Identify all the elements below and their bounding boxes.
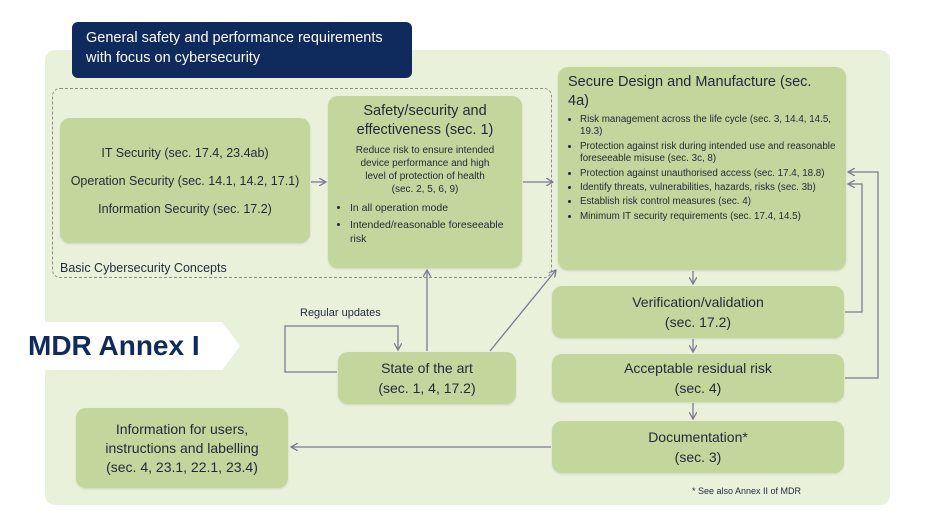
secure-design-bullet: Establish risk control measures (sec. 4) [580,196,836,208]
arrow-state-to-secure [489,270,556,352]
verification-section: (sec. 17.2) [664,314,732,330]
secure-design-title: Secure Design and Manufacture (sec. 4a) [568,74,812,109]
header-line-1: General safety and performance requireme… [86,30,383,46]
secure-design-bullet: Risk management across the life cycle (s… [580,114,836,139]
basic-concepts-label: Basic Cybersecurity Concepts [60,261,227,275]
documentation-box: Documentation* (sec. 3) [552,421,844,473]
secure-design-bullet-list: Risk management across the life cycle (s… [568,114,836,223]
arrow-residual-feedback [845,172,879,379]
state-of-art-box: State of the art (sec. 1, 4, 17.2) [338,352,516,404]
it-security-item: IT Security (sec. 17.4, 23.4ab) [101,145,269,160]
documentation-title: Documentation* [648,429,748,445]
state-of-art-title: State of the art [381,360,473,376]
mdr-annex-label: MDR Annex I [18,322,240,370]
residual-risk-box: Acceptable residual risk (sec. 4) [552,354,844,402]
safety-title: Safety/security and effectiveness (sec. … [336,102,514,140]
header-line-2: with focus on cybersecurity [86,50,261,66]
security-concepts-box: IT Security (sec. 17.4, 23.4ab) Operatio… [60,118,310,243]
residual-risk-title: Acceptable residual risk [624,360,772,376]
secure-design-box: Secure Design and Manufacture (sec. 4a) … [558,67,846,270]
verification-title: Verification/validation [632,294,764,310]
arrow-verification-feedback [845,184,863,313]
information-users-box: Information for users, instructions and … [76,408,288,488]
safety-bullet-list: In all operation mode Intended/reasonabl… [336,201,514,246]
information-security-item: Information Security (sec. 17.2) [98,201,272,216]
documentation-section: (sec. 3) [674,449,722,465]
secure-design-bullet: Identify threats, vulnerabilities, hazar… [580,182,836,194]
safety-desc-line-2: device performance and high [360,158,490,169]
secure-design-bullet: Minimum IT security requirements (sec. 1… [580,211,836,223]
information-line-3: (sec. 4, 23.1, 22.1, 23.4) [106,458,258,475]
secure-design-bullet: Protection against risk during intended … [580,141,836,166]
safety-bullet: In all operation mode [350,201,514,215]
information-line-2: instructions and labelling [105,439,259,456]
safety-description: Reduce risk to ensure intended device pe… [336,144,514,196]
header-banner: General safety and performance requireme… [72,22,412,78]
safety-desc-line-3: level of protection of health [365,171,485,182]
footnote: * See also Annex II of MDR [692,486,802,496]
secure-design-bullet: Protection against unauthorised access (… [580,168,836,180]
state-of-art-section: (sec. 1, 4, 17.2) [378,380,476,396]
verification-box: Verification/validation (sec. 17.2) [552,286,844,338]
safety-desc-line-4: (sec. 2, 5, 6, 9) [391,184,459,195]
arrow-regular-updates-loop [284,325,398,373]
safety-title-line-1: Safety/security and [363,103,487,119]
safety-effectiveness-box: Safety/security and effectiveness (sec. … [328,96,522,268]
safety-desc-line-1: Reduce risk to ensure intended [355,145,495,156]
operation-security-item: Operation Security (sec. 14.1, 14.2, 17.… [70,173,300,188]
residual-risk-section: (sec. 4) [674,380,722,396]
regular-updates-label: Regular updates [300,307,381,319]
safety-bullet: Intended/reasonable foreseeable risk [350,218,514,246]
safety-title-line-2: effectiveness (sec. 1) [356,122,494,138]
information-line-1: Information for users, [115,420,249,437]
